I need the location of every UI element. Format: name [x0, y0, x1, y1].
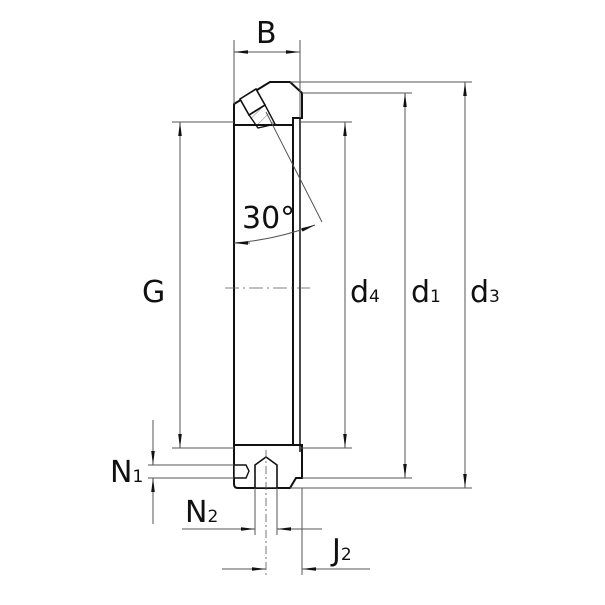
ring-body	[233, 118, 301, 452]
top-cross-section	[233, 81, 303, 129]
label-B: B	[256, 16, 277, 51]
dimension-J2: J2	[222, 488, 370, 575]
label-N1: N1	[110, 455, 143, 490]
label-angle: 30°	[242, 201, 295, 236]
dimension-d3: d3	[290, 81, 500, 489]
label-J2: J2	[330, 533, 352, 568]
dimension-N1: N1	[110, 420, 234, 524]
dimension-B: B	[233, 16, 301, 118]
label-d1: d1	[411, 275, 441, 310]
angle-dimension: 30°	[233, 111, 323, 245]
dimension-d4: d4	[300, 121, 380, 449]
dimension-d1: d1	[302, 92, 441, 479]
label-G: G	[142, 275, 165, 310]
set-screw	[238, 87, 277, 129]
dimension-G: G	[142, 121, 234, 449]
label-d4: d4	[350, 275, 380, 310]
label-d3: d3	[470, 275, 500, 310]
dimension-N2: N2	[182, 488, 322, 535]
label-N2: N2	[185, 495, 218, 530]
side-hole	[233, 464, 250, 479]
bottom-cross-section	[233, 444, 303, 575]
